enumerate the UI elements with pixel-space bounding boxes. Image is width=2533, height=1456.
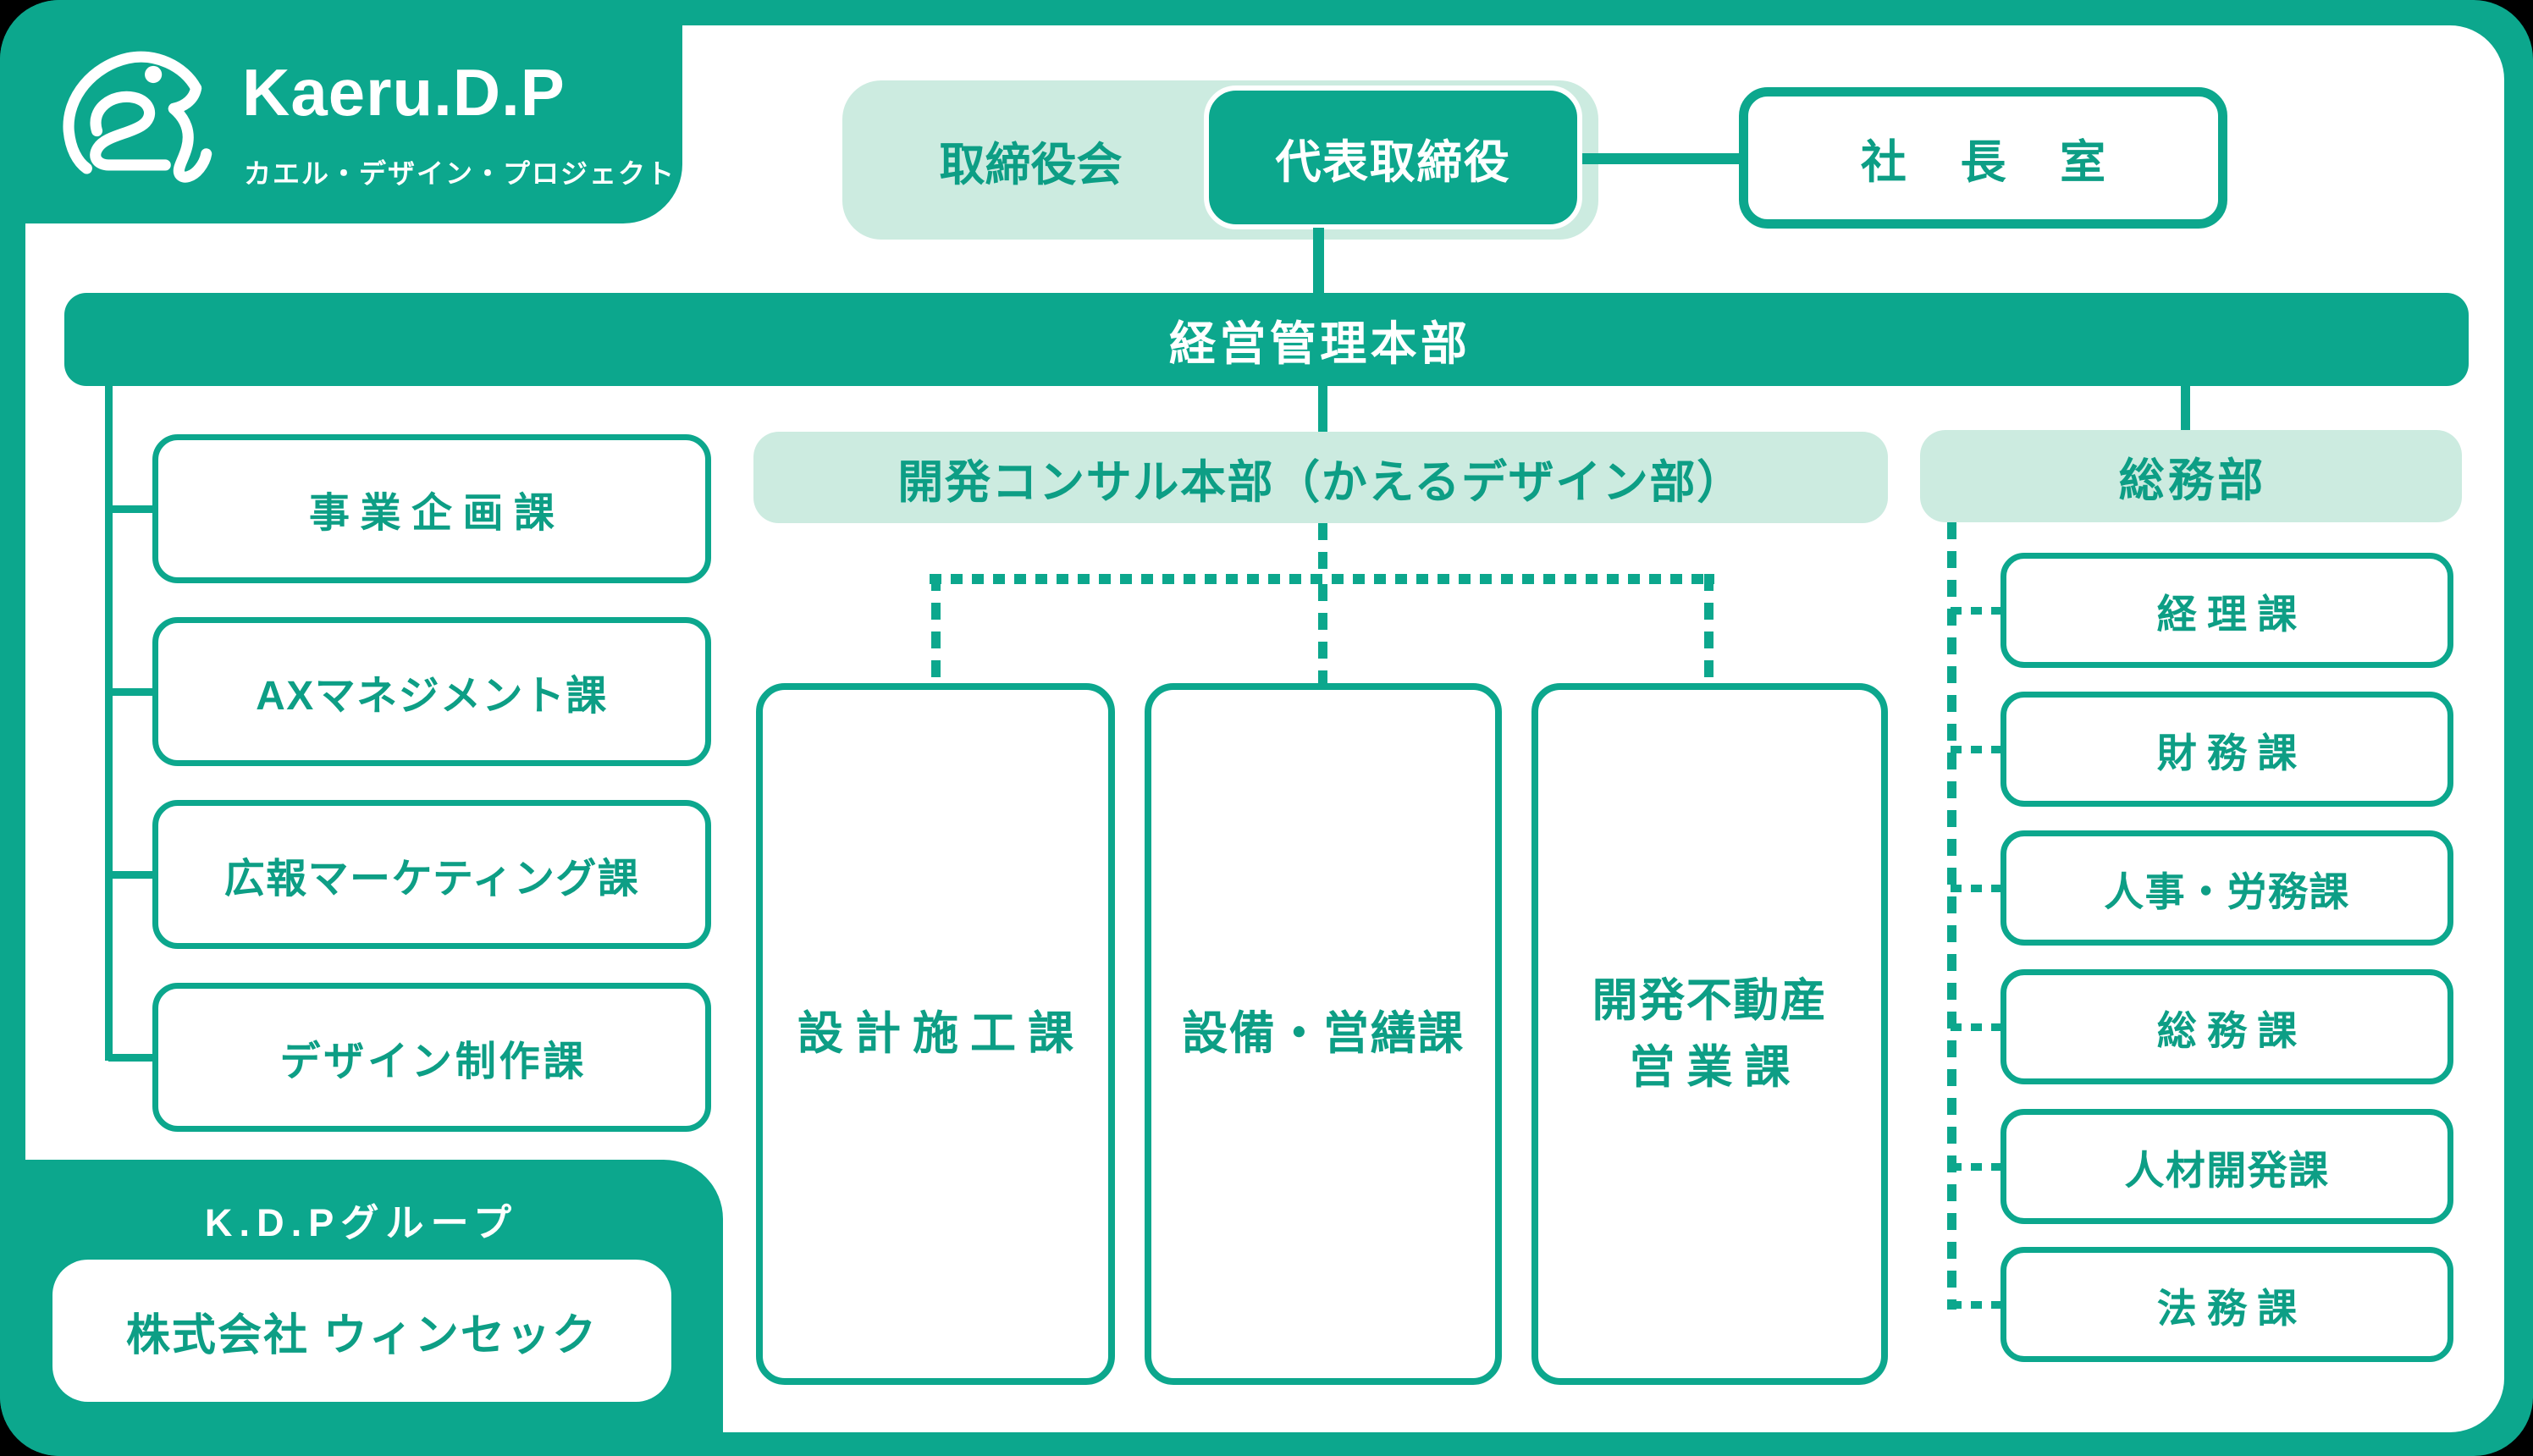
connector-left-trunk [105,386,113,1061]
box-facilities-maintenance: 設備・営繕課 [1145,683,1502,1385]
logo-subtitle: カエル・デザイン・プロジェクト [244,158,676,189]
box-winsec-company: 株式会社 ウィンセック [52,1260,671,1402]
connector-dashed-ga-stub-4 [1951,1023,2001,1031]
connector-dashed-ga-stub-2 [1951,746,2001,753]
connector-dashed-dev-horizontal [930,574,1714,584]
box-accounting: 経理課 [2000,553,2453,668]
connector-dashed-dev-left [931,574,941,684]
management-hq-label: 経営管理本部 [1168,317,1471,370]
logo-block [0,0,682,223]
board-of-directors-label: 取締役会 [939,139,1123,190]
box-development-real-estate-sales: 開発不動産 営業課 [1531,683,1888,1385]
connector-dashed-ga-trunk [1947,522,1956,1310]
connector-representative-office [1582,153,1743,164]
connector-hq-dev-consulting [1318,386,1327,433]
connector-hq-general-affairs [2181,386,2190,432]
box-representative-director: 代表取締役 [1204,85,1582,229]
header-dev-consulting-division: 開発コンサル本部（かえるデザイン部） [753,432,1888,523]
kdp-group-label: K.D.Pグループ [204,1201,519,1244]
connector-left-stub-3 [108,871,154,879]
box-finance: 財務課 [2000,692,2453,807]
box-business-planning: 事業企画課 [152,434,711,583]
connector-representative-hq [1313,228,1324,295]
box-ax-management: AXマネジメント課 [152,617,711,766]
box-legal: 法務課 [2000,1247,2453,1362]
bar-management-hq: 経営管理本部 [64,293,2469,386]
frog-icon [63,51,212,183]
development-real-estate-line2: 営業課 [1629,1041,1802,1093]
header-general-affairs-dept: 総務部 [1920,430,2462,522]
connector-dashed-dev-right [1704,574,1714,684]
logo-title: Kaeru.D.P [242,55,566,130]
frog-eye [145,65,163,84]
box-design-construction: 設計施工課 [756,683,1115,1385]
connector-dashed-dev-down [1318,523,1327,576]
connector-left-stub-1 [108,505,154,513]
box-presidents-office: 社 長 室 [1739,87,2227,229]
box-design-production: デザイン制作課 [152,983,711,1132]
box-hr-development: 人材開発課 [2000,1109,2453,1224]
connector-dashed-ga-stub-5 [1951,1163,2001,1171]
connector-dashed-dev-center [1318,584,1327,684]
box-general-affairs: 総務課 [2000,969,2453,1084]
connector-left-stub-4 [108,1054,154,1062]
development-real-estate-line1: 開発不動産 [1592,975,1828,1027]
box-pr-marketing: 広報マーケティング課 [152,800,711,949]
connector-dashed-ga-stub-3 [1951,885,2001,892]
connector-left-stub-2 [108,688,154,696]
connector-dashed-ga-stub-6 [1951,1301,2001,1309]
box-hr-labor: 人事・労務課 [2000,830,2453,946]
connector-dashed-ga-stub-1 [1951,607,2001,615]
